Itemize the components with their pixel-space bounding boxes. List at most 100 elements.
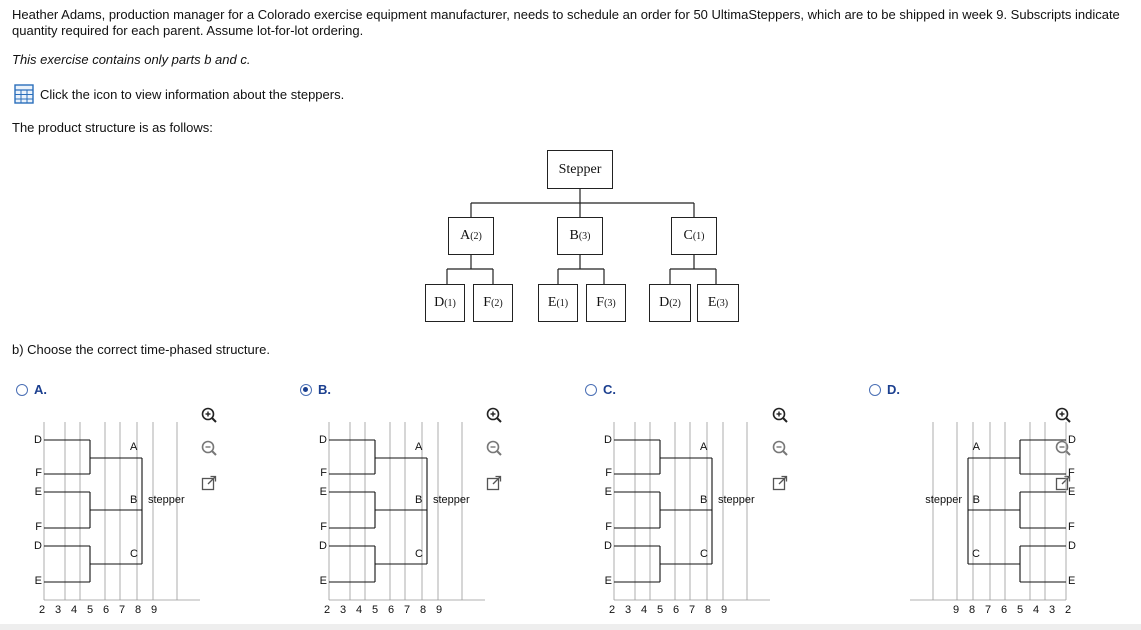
option-b-label: B. xyxy=(318,382,331,397)
tree-node-a: A(2) xyxy=(448,217,494,255)
label-d-under-a: D xyxy=(604,434,612,446)
axis-tick-label: 8 xyxy=(420,604,426,616)
axis-tick-label: 5 xyxy=(87,604,93,616)
zoom-in-icon[interactable] xyxy=(485,406,503,424)
label-f-under-b: F xyxy=(320,521,327,533)
label-a: A xyxy=(973,441,981,453)
label-f-under-a: F xyxy=(320,467,327,479)
axis-tick-label: 5 xyxy=(657,604,663,616)
axis-tick-label: 2 xyxy=(39,604,45,616)
label-d-under-a: D xyxy=(319,434,327,446)
calculator-icon[interactable] xyxy=(14,84,34,104)
label-e-under-b: E xyxy=(35,486,42,498)
axis-tick-label: 2 xyxy=(1065,604,1071,616)
axis-tick-label: 6 xyxy=(673,604,679,616)
label-b: B xyxy=(700,494,707,506)
label-e-under-c: E xyxy=(605,575,612,587)
bottom-scrollbar[interactable] xyxy=(0,624,1141,630)
label-d-under-c: D xyxy=(319,540,327,552)
label-stepper: stepper xyxy=(925,494,962,506)
label-d-under-c: D xyxy=(1068,540,1076,552)
axis-tick-label: 5 xyxy=(372,604,378,616)
axis-tick-label: 9 xyxy=(151,604,157,616)
label-e-under-b: E xyxy=(605,486,612,498)
tree-node-b: B(3) xyxy=(557,217,603,255)
radio-option-c[interactable] xyxy=(585,383,597,396)
zoom-in-icon[interactable] xyxy=(200,406,218,424)
open-external-icon[interactable] xyxy=(200,474,218,492)
option-a-label: A. xyxy=(34,382,47,397)
label-c: C xyxy=(972,548,980,560)
label-d-under-a: D xyxy=(1068,434,1076,446)
zoom-in-icon[interactable] xyxy=(771,406,789,424)
axis-tick-label: 8 xyxy=(705,604,711,616)
label-f-under-b: F xyxy=(605,521,612,533)
option-c[interactable]: C. xyxy=(585,382,616,397)
label-f-under-a: F xyxy=(605,467,612,479)
open-external-icon[interactable] xyxy=(485,474,503,492)
label-c: C xyxy=(700,548,708,560)
axis-tick-label: 7 xyxy=(119,604,125,616)
label-e-under-c: E xyxy=(35,575,42,587)
label-e-under-c: E xyxy=(320,575,327,587)
tree-node-d-under-a: D(1) xyxy=(425,284,465,322)
label-stepper: stepper xyxy=(433,494,470,506)
radio-option-a[interactable] xyxy=(16,383,28,396)
tree-node-f-under-a: F(2) xyxy=(473,284,513,322)
label-d-under-c: D xyxy=(34,540,42,552)
label-f-under-b: F xyxy=(35,521,42,533)
tree-node-f-under-b: F(3) xyxy=(586,284,626,322)
axis-tick-label: 3 xyxy=(55,604,61,616)
option-d[interactable]: D. xyxy=(869,382,900,397)
axis-tick-label: 6 xyxy=(103,604,109,616)
radio-option-d[interactable] xyxy=(869,383,881,396)
label-a: A xyxy=(130,441,138,453)
axis-tick-label: 4 xyxy=(641,604,647,616)
label-b: B xyxy=(973,494,980,506)
axis-tick-label: 8 xyxy=(135,604,141,616)
zoom-out-icon[interactable] xyxy=(771,439,789,457)
label-d-under-c: D xyxy=(604,540,612,552)
axis-tick-label: 6 xyxy=(388,604,394,616)
tree-node-c: C(1) xyxy=(671,217,717,255)
axis-tick-label: 3 xyxy=(1049,604,1055,616)
option-c-label: C. xyxy=(603,382,616,397)
axis-tick-label: 5 xyxy=(1017,604,1023,616)
axis-tick-label: 3 xyxy=(340,604,346,616)
axis-tick-label: 7 xyxy=(689,604,695,616)
problem-statement: Heather Adams, production manager for a … xyxy=(12,7,1120,38)
tree-node-stepper: Stepper xyxy=(547,150,613,189)
zoom-out-icon[interactable] xyxy=(1054,439,1072,457)
axis-tick-label: 2 xyxy=(324,604,330,616)
axis-tick-label: 2 xyxy=(609,604,615,616)
option-b[interactable]: B. xyxy=(300,382,331,397)
open-external-icon[interactable] xyxy=(771,474,789,492)
axis-tick-label: 9 xyxy=(953,604,959,616)
axis-tick-label: 4 xyxy=(356,604,362,616)
tree-node-d-under-c: D(2) xyxy=(649,284,691,322)
axis-tick-label: 7 xyxy=(985,604,991,616)
zoom-in-icon[interactable] xyxy=(1054,406,1072,424)
option-d-label: D. xyxy=(887,382,900,397)
radio-option-b[interactable] xyxy=(300,383,312,396)
label-a: A xyxy=(700,441,708,453)
zoom-out-icon[interactable] xyxy=(485,439,503,457)
zoom-out-icon[interactable] xyxy=(200,439,218,457)
axis-tick-label: 7 xyxy=(404,604,410,616)
label-c: C xyxy=(415,548,423,560)
exercise-note: This exercise contains only parts b and … xyxy=(12,52,251,67)
label-stepper: stepper xyxy=(148,494,185,506)
option-a[interactable]: A. xyxy=(16,382,47,397)
axis-tick-label: 4 xyxy=(71,604,77,616)
label-b: B xyxy=(130,494,137,506)
axis-tick-label: 9 xyxy=(436,604,442,616)
axis-tick-label: 4 xyxy=(1033,604,1039,616)
axis-tick-label: 9 xyxy=(721,604,727,616)
label-e-under-b: E xyxy=(320,486,327,498)
axis-tick-label: 6 xyxy=(1001,604,1007,616)
tree-node-e-under-c: E(3) xyxy=(697,284,739,322)
label-f-under-a: F xyxy=(1068,467,1075,479)
